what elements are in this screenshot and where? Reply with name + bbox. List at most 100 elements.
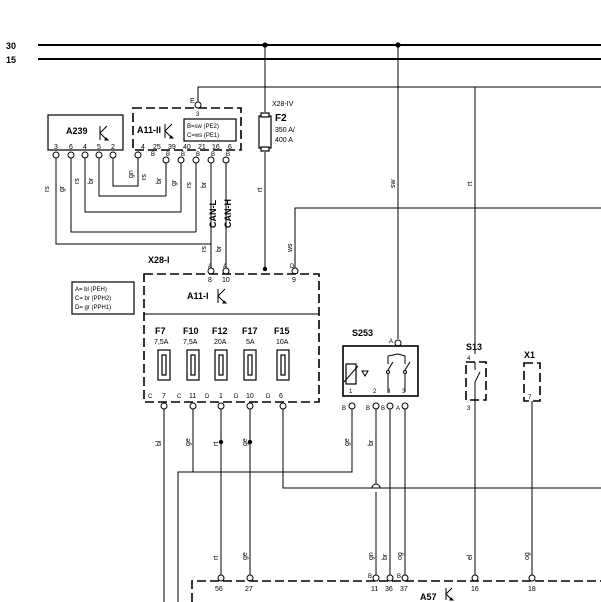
a57-pin: 36	[385, 586, 393, 593]
a57-pin: 37	[400, 586, 408, 593]
fuse-pin-circle	[246, 402, 254, 410]
a11-ii-note: C=ws (PE1)	[187, 133, 219, 139]
rail-30-label: 30	[6, 41, 16, 51]
a11-ii-transistor-icon	[164, 123, 175, 139]
a239-pin-circle	[67, 151, 75, 159]
a11-ii-pin: 39	[168, 144, 176, 151]
wire-color-label: og	[397, 552, 404, 560]
x1-connector: X1 7 og	[523, 350, 541, 578]
a11-ii-letter: B	[181, 152, 185, 158]
wire-ge-s253	[193, 409, 353, 473]
fuse-element	[280, 354, 286, 376]
wire-color-label: ws	[287, 243, 294, 253]
fuse-f2: X28-IV F2 350 A/ 400 A rt sw rt ws	[257, 101, 474, 253]
s253-switch-contact-icon	[387, 361, 394, 371]
wire-color-label: br	[216, 245, 223, 252]
a57-pin: 11	[371, 586, 378, 593]
fuse-pin-circle	[279, 402, 287, 410]
wire-color-label: rs	[44, 186, 51, 192]
wire-ge-f10	[177, 409, 194, 602]
wire-color-label: el	[467, 554, 474, 560]
x1-box	[523, 362, 541, 402]
a239-pin: 4	[83, 144, 87, 151]
a57-pin-circle	[401, 574, 409, 582]
a57-letter: B	[368, 574, 372, 580]
a11-ii-pin-circle	[134, 151, 142, 159]
wire-color-label: ge	[242, 438, 249, 446]
a11-ii-pin: 21	[198, 144, 206, 151]
wire-color-label: rs	[141, 174, 148, 180]
fuse-name: F7	[155, 326, 166, 336]
fuse-rating: 5A	[246, 339, 255, 346]
s253-pin: 3	[387, 389, 391, 395]
a239-pin-circle	[52, 151, 60, 159]
a239-transistor-icon	[99, 125, 110, 141]
rail-15-label: 15	[6, 55, 16, 65]
a11-ii-letter: B	[166, 152, 170, 158]
wire-color-label: rt	[213, 442, 220, 446]
a239-box	[47, 114, 124, 151]
x28-legend-line: A= bl (PEH)	[75, 287, 107, 293]
wire-color-label: rt	[257, 188, 264, 192]
a11-ii-top-pin-circle	[194, 101, 202, 109]
junction-dot	[262, 266, 268, 272]
s253-top-pin-circle	[394, 339, 402, 347]
a239-pin: 3	[54, 144, 58, 151]
a239-pin-circle	[95, 151, 103, 159]
fuse-pin: 7	[162, 393, 166, 400]
wire-a239-5	[98, 158, 166, 197]
s253-diode-icon	[361, 370, 369, 377]
s253-pin: 1	[349, 389, 353, 395]
fuse-letter: D	[266, 394, 271, 400]
bottom-wire-labels: rt ge gn br og	[213, 552, 404, 560]
a11-ii-module: A11-II B=sw (PE2) C=ws (PE1) E 3 C B B B…	[132, 98, 242, 158]
a57-pin: 56	[215, 586, 223, 593]
fuse-letter: C	[177, 394, 182, 400]
s253-pin-circle	[386, 402, 394, 410]
fuse-element	[161, 354, 167, 376]
x28-letter: A	[208, 264, 212, 270]
s253-pin-circle	[372, 402, 380, 410]
a11-ii-pin-circle	[177, 156, 185, 164]
a239-title: A239	[66, 126, 88, 136]
a11-ii-pin-circle	[222, 156, 230, 164]
wire-a239-6	[70, 158, 196, 233]
a57-pin-circle	[471, 574, 479, 582]
x28-letter: A	[223, 264, 227, 270]
can-h-label: CAN-H	[223, 199, 233, 228]
a11-ii-pin: 6	[228, 144, 232, 151]
s253-pin: 3	[402, 389, 406, 395]
fuse-pin: 1	[219, 393, 223, 400]
x1-name: X1	[524, 350, 535, 360]
fuse-pin-circle	[189, 402, 197, 410]
s253-wire-internal	[397, 353, 406, 364]
a57-pin-circle	[246, 574, 254, 582]
f2-connector-label: X28-IV	[272, 101, 294, 108]
fuse-output-wires: bl ge rt ge	[156, 402, 601, 602]
s253-top-letter: A	[389, 339, 393, 345]
a239-pin: 6	[69, 144, 73, 151]
wire-color-label: gr	[171, 179, 178, 186]
a57-pin: 18	[528, 586, 536, 593]
junction-dot	[247, 439, 253, 445]
a57-box	[191, 580, 601, 602]
wire-color-label: bl	[156, 440, 163, 446]
a57-transistor-icon	[445, 587, 455, 601]
wire-color-label: gn	[128, 170, 135, 178]
wire-color-label: sw	[390, 179, 397, 189]
x28-i-name: X28-I	[148, 255, 170, 265]
ws-wire	[294, 207, 601, 268]
wire-color-label: br	[156, 177, 163, 184]
s253-name: S253	[352, 328, 373, 338]
wire-color-label: rt	[467, 182, 474, 186]
a11-ii-top-letter: E	[190, 98, 195, 105]
f2-name: F2	[275, 113, 287, 124]
a239-wires: rs gr rs br	[44, 151, 211, 245]
junction-dot	[218, 439, 224, 445]
a11-ii-wires: gn rs br gr rs br CAN-L CAN-H rs br	[128, 151, 233, 268]
a11-i-transistor-icon	[217, 288, 228, 304]
upper-feeds	[197, 45, 601, 354]
a57-pin-circle	[528, 574, 536, 582]
fuse-name: F17	[242, 326, 258, 336]
